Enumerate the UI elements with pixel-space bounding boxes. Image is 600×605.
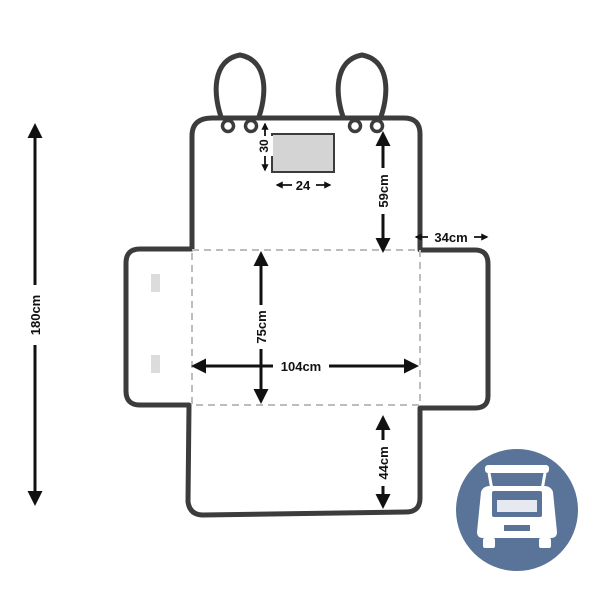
headrest-strap-right	[335, 52, 389, 123]
pocket-width-label: 24	[296, 178, 311, 193]
grommet-ring	[220, 118, 236, 134]
grommet-ring	[347, 118, 363, 134]
storage-pocket	[271, 133, 335, 173]
seat-length-label: 75cm	[254, 310, 269, 343]
seat-width-label: 104cm	[281, 359, 321, 374]
side-tab	[151, 355, 160, 373]
bottom-height-label: 44cm	[376, 446, 391, 479]
side-tab	[151, 274, 160, 292]
seat-cover-outline	[123, 115, 491, 518]
backrest-height-label: 59cm	[376, 174, 391, 207]
total-length-label: 180cm	[28, 295, 43, 335]
grommet-ring	[243, 118, 259, 134]
car-trunk-open-icon	[456, 449, 578, 571]
pocket-height-label: 30	[257, 139, 271, 153]
grommet-ring	[369, 118, 385, 134]
headrest-strap-left	[213, 52, 267, 123]
flap-width-label: 34cm	[434, 230, 467, 245]
seat-fold-lines	[191, 249, 421, 406]
